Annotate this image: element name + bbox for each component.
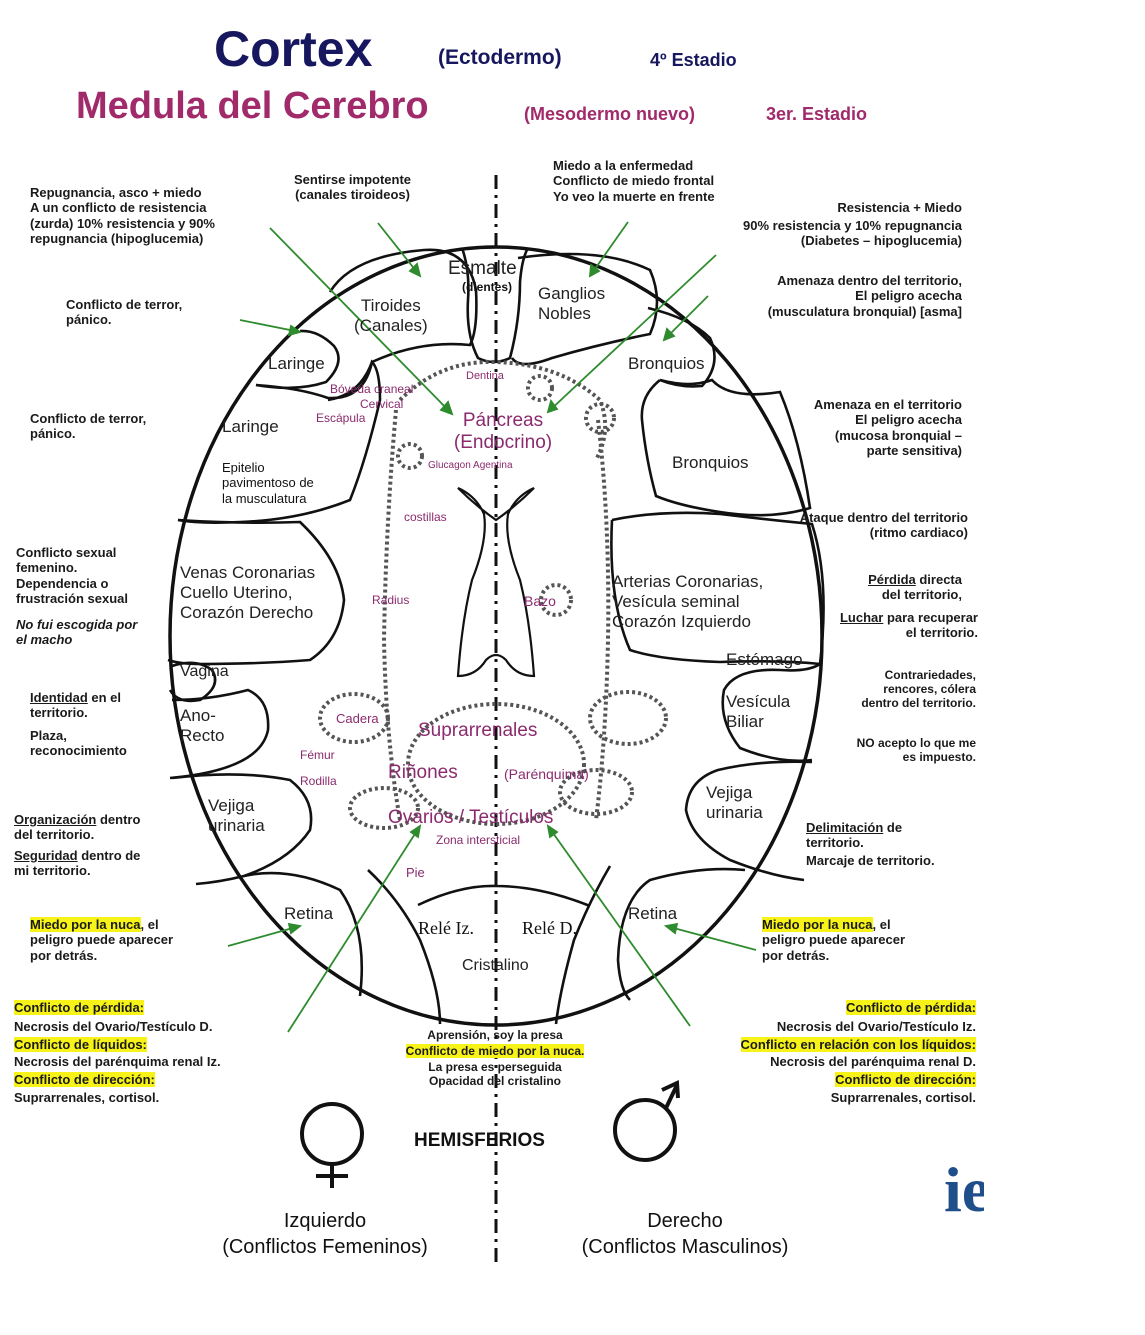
note-resistencia: 90% resistencia y 10% repugnancia (Diabe… (743, 218, 962, 249)
region-vejiga-left: Vejiga urinaria (208, 796, 265, 836)
organ-rodilla: Rodilla (300, 774, 337, 788)
organ-dentina: Dentina (466, 370, 504, 382)
region-ano-recto: Ano- Recto (180, 706, 225, 746)
note-perdida-right-text: Necrosis del Ovario/Testículo Iz. (776, 1019, 976, 1034)
organ-radius: Radius (372, 593, 410, 607)
note-nuca-right: Miedo por la nuca, el peligro puede apar… (762, 917, 906, 963)
label-izquierdo: Izquierdo (283, 1210, 367, 1232)
organ-femur: Fémur (300, 748, 335, 762)
note-perdida-right: Conflicto de pérdida: (846, 1000, 976, 1015)
note-luchar: Luchar para recuperar el territorio. (839, 610, 978, 641)
note-identidad: Identidad en el territorio. (30, 690, 122, 721)
cortex-regions (167, 247, 825, 1025)
region-bronquios-top: Bronquios (628, 354, 705, 373)
note-amenaza-en: Amenaza en el territorio El peligro acec… (813, 397, 962, 458)
organ-rinones: Riñones (388, 762, 458, 783)
note-liquidos-right-text: Necrosis del parénquima renal D. (770, 1054, 976, 1069)
region-esmalte: Esmalte (448, 258, 517, 279)
note-ataque: Ataque dentro del territorio (ritmo card… (799, 510, 968, 541)
label-derecho: Derecho (647, 1210, 723, 1232)
title-medula-sub: (Mesodermo nuevo) (524, 104, 696, 124)
note-direccion-right-text: Suprarrenales, cortisol. (830, 1090, 976, 1105)
note-direccion-left-text: Suprarrenales, cortisol. (14, 1090, 160, 1105)
region-retina-right: Retina (628, 904, 678, 923)
region-rele-iz: Relé Iz. (418, 918, 474, 938)
note-resistencia-title: Resistencia + Miedo (837, 200, 962, 215)
organ-zona: Zona intersticial (436, 833, 521, 847)
note-terror-2: Conflicto de terror, pánico. (30, 411, 147, 442)
note-organizacion: Organización dentro del territorio. (14, 812, 141, 843)
note-perdida-directa: Pérdida directa del territorio, (868, 572, 962, 603)
label-hemisferios: HEMISFERIOS (414, 1130, 545, 1151)
title-cortex: Cortex (214, 21, 373, 77)
note-marcaje: Marcaje de territorio. (806, 853, 935, 868)
region-rele-d: Relé D. (522, 918, 577, 938)
region-vejiga-right: Vejiga urinaria (706, 783, 763, 823)
organ-bazo: Bazo (524, 593, 556, 609)
note-liquidos-left: Conflicto de líquidos: (14, 1037, 147, 1052)
region-cristalino: Cristalino (462, 957, 529, 974)
region-arterias: Arterias Coronarias, Vesícula seminal Co… (612, 572, 764, 632)
organ-glucagon: Glucagon Agentina (428, 460, 513, 471)
note-miedo-enfermedad: Miedo a la enfermedad Conflicto de miedo… (553, 158, 715, 204)
label-derecho-sub: (Conflictos Masculinos) (581, 1236, 789, 1258)
region-retina-left: Retina (284, 904, 334, 923)
organ-pancreas: Páncreas (Endocrino) (453, 410, 553, 454)
note-perdida-left-text: Necrosis del Ovario/Testículo D. (14, 1019, 213, 1034)
arrow-icons (227, 221, 757, 1033)
organ-pie: Pie (406, 865, 425, 880)
note-direccion-left: Conflicto de dirección: (14, 1072, 155, 1087)
medulla-structures (318, 359, 668, 830)
note-contrariedades: Contrariedades, rencores, cólera dentro … (861, 668, 976, 711)
organ-cervical: Cervical (360, 397, 404, 411)
organ-cadera: Cadera (336, 711, 379, 726)
note-nuca-left: Miedo por la nuca, el peligro puede apar… (30, 917, 174, 963)
title-medula: Medula del Cerebro (76, 85, 429, 127)
note-seguridad: Seguridad dentro de mi territorio. (14, 848, 141, 879)
note-no-acepto: NO acepto lo que me es impuesto. (856, 736, 976, 765)
female-symbol-icon (300, 1102, 364, 1188)
note-sexual: Conflicto sexual femenino. Dependencia o… (16, 545, 128, 606)
organ-ovarios: Ovarios / Testículos (388, 807, 554, 828)
note-delimitacion: Delimitación de territorio. (806, 820, 903, 851)
organ-boveda: Bóveda craneal (330, 382, 414, 396)
note-plaza: Plaza, reconocimiento (30, 728, 127, 759)
note-amenaza-dentro: Amenaza dentro del territorio, El peligr… (767, 273, 962, 319)
title-medula-stage: 3er. Estadio (766, 104, 868, 124)
note-liquidos-left-text: Necrosis del parénquima renal Iz. (14, 1054, 221, 1069)
region-ganglios: Ganglios Nobles (538, 284, 606, 324)
note-repugnancia: Repugnancia, asco + miedo A un conflicto… (30, 185, 215, 246)
region-epitelio: Epitelio pavimentoso de la musculatura (222, 460, 314, 506)
organ-escapula: Escápula (316, 411, 366, 425)
ventricle (456, 486, 536, 678)
region-tiroides: Tiroides (Canales) (354, 296, 428, 336)
title-cortex-sub: (Ectodermo) (438, 46, 562, 69)
logo-ie: ie (944, 1154, 984, 1225)
region-estomago: Estómago (726, 650, 803, 669)
organ-suprarrenales: Suprarrenales (418, 720, 538, 741)
organ-costillas: costillas (404, 510, 447, 524)
note-terror-1: Conflicto de terror, pánico. (66, 297, 183, 328)
region-laringe: Laringe (222, 417, 279, 436)
organ-parenquima: (Parénquima) (504, 766, 589, 782)
note-liquidos-right: Conflicto en relación con los líquidos: (740, 1037, 976, 1052)
region-laringe-top: Laringe (268, 354, 325, 373)
region-venas: Venas Coronarias Cuello Uterino, Corazón… (180, 563, 316, 623)
region-dientes: (dientes) (462, 280, 513, 294)
note-nuca-center: Conflicto de miedo por la nuca. (405, 1044, 585, 1058)
region-vesicula: Vesícula Biliar (726, 692, 791, 732)
note-perdida-left: Conflicto de pérdida: (14, 1000, 144, 1015)
note-presa: La presa es perseguida Opacidad del cris… (428, 1060, 562, 1089)
note-aprension: Aprensión, soy la presa (427, 1028, 563, 1042)
note-direccion-right: Conflicto de dirección: (835, 1072, 976, 1087)
note-impotente: Sentirse impotente (canales tiroideos) (294, 172, 412, 203)
region-bronquios: Bronquios (672, 453, 749, 472)
title-cortex-stage: 4º Estadio (650, 50, 737, 70)
label-izquierdo-sub: (Conflictos Femeninos) (222, 1236, 428, 1258)
note-sexual-italic: No fui escogida por el macho (16, 617, 138, 648)
region-vagina: Vagina (180, 663, 229, 680)
male-symbol-icon (613, 1079, 680, 1162)
